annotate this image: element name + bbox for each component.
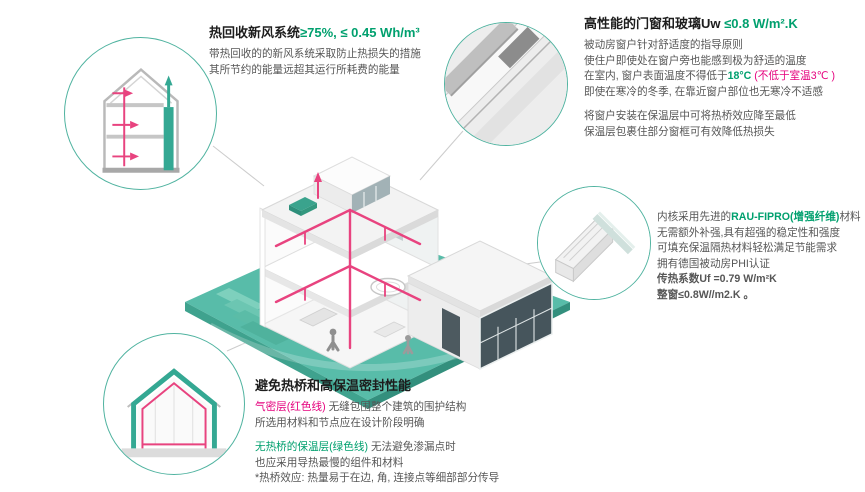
heat-recovery-title-text: 热回收新风系统 [209, 25, 301, 40]
house-right-wing [406, 240, 554, 371]
furniture [373, 321, 406, 338]
house-section-ventilation-icon [102, 67, 180, 173]
windows-line-3: 在室内, 窗户表面温度不得低于18°C (不低于室温3℃ ) [584, 69, 862, 85]
house-left-wing [259, 156, 440, 369]
entry-door [442, 308, 460, 357]
ventilation-ducts [274, 172, 422, 350]
profile-line-1: 内核采用先进的RAU-FIPRO(增强纤维)材料 [657, 210, 863, 226]
windows-title: 高性能的门窗和玻璃Uw ≤0.8 W/m².K [584, 13, 862, 32]
thermal-line-1b: 无缝包围整个建筑的围护结构 [325, 401, 467, 413]
glass-facade [479, 281, 553, 371]
windows-line-1: 被动房窗户针对舒适度的指导原则 [584, 39, 743, 51]
profile-line-1c: 材料 [839, 211, 861, 223]
window-corner-detail-bubble [444, 22, 568, 146]
bathtub [370, 277, 406, 297]
person-figure [402, 335, 414, 355]
insulation-layer-line [131, 368, 217, 449]
thermal-line-4: 也应采用导热最慢的组件和材料 [255, 456, 404, 469]
thermal-footnote: *热桥效应: 热量易于在边, 角, 连接点等细部部分传导 [255, 472, 500, 484]
windows-line-4: 即使在寒冷的冬季, 在靠近窗户部位也无寒冷不适感 [584, 85, 823, 98]
windows-line-3b: 18°C [727, 70, 755, 82]
main-house-illustration [185, 156, 570, 409]
penthouse [312, 156, 392, 214]
windows-line-2: 使住户即使处在窗户旁也能感到极为舒适的温度 [584, 54, 807, 67]
window-profile-icon [538, 187, 650, 299]
roof-vent-unit [289, 197, 317, 216]
thermal-title: 避免热桥和高保温密封性能 [255, 378, 412, 393]
windows-line-6: 保温层包裹住部分窗框可有效降低热损失 [584, 125, 775, 138]
ventilation-detail-bubble [64, 37, 217, 190]
heat-recovery-title-value: ≥75%, ≤ 0.45 Wh/m³ [300, 25, 420, 40]
thermal-line-1: 气密层(红色线) 无缝包围整个建筑的围护结构 [255, 400, 565, 416]
heat-recovery-line-1: 带热回收的的新风系统采取防止热损失的措施 [209, 48, 421, 60]
profile-line-3: 可填充保温隔热材料轻松满足节能需求 [657, 242, 838, 254]
windows-line-5: 将窗户安装在保温层中可将热桥效应降至最低 [584, 110, 796, 122]
section-thermal-bridge: 避免热桥和高保温密封性能 气密层(红色线) 无缝包围整个建筑的围护结构 所选用材… [255, 375, 565, 487]
house-insulation-icon [121, 368, 227, 458]
profile-line-1a: 内核采用先进的 [657, 211, 732, 223]
profile-uw-value: 整窗≤0.8W//m2.K 。 [657, 288, 755, 301]
windows-title-text: 高性能的门窗和玻璃Uw [584, 16, 725, 31]
profile-uf-value: 传热系数Uf =0.79 W/m²K [657, 273, 777, 285]
section-profile: 内核采用先进的RAU-FIPRO(增强纤维)材料 无需额外补强,具有超强的稳定性… [657, 210, 863, 303]
furniture [299, 307, 338, 327]
insulation-layer-label: 无热桥的保温层(绿色线) [255, 441, 368, 453]
windows-line-3a: 在室内, 窗户表面温度不得低于 [584, 70, 728, 82]
airtight-layer-label: 气密层(红色线) [255, 401, 326, 413]
wall-studs [154, 385, 194, 445]
profile-line-1b: RAU-FIPRO(增强纤维) [731, 211, 840, 223]
windows-title-value: ≤0.8 W/m².K [724, 16, 798, 31]
section-windows: 高性能的门窗和玻璃Uw ≤0.8 W/m².K 被动房窗户针对舒适度的指导原则 … [584, 13, 862, 140]
thermal-line-3b: 无法避免渗漏点时 [368, 441, 456, 453]
profile-line-4: 拥有德国被动房PHI认证 [657, 257, 771, 270]
profile-line-2: 无需额外补强,具有超强的稳定性和强度 [657, 226, 841, 239]
heat-recovery-title: 热回收新风系统≥75%, ≤ 0.45 Wh/m³ [209, 22, 477, 41]
window-corner-icon [445, 23, 567, 145]
thermal-line-3: 无热桥的保温层(绿色线) 无法避免渗漏点时 [255, 440, 565, 456]
thermal-line-2: 所选用材料和节点应在设计阶段明确 [255, 416, 425, 429]
windows-line-3c: (不低于室温3℃ ) [754, 70, 835, 82]
person-figure [326, 328, 340, 352]
section-heat-recovery: 热回收新风系统≥75%, ≤ 0.45 Wh/m³ 带热回收的的新风系统采取防止… [209, 22, 477, 78]
heat-recovery-line-2: 其所节约的能量远超其运行所耗费的能量 [209, 63, 400, 76]
airflow-arrows [112, 89, 140, 161]
window-profile-detail-bubble [537, 186, 651, 300]
insulation-layers-detail-bubble [103, 333, 245, 475]
heat-recovery-unit [163, 107, 174, 171]
airtight-layer-line [141, 382, 207, 449]
